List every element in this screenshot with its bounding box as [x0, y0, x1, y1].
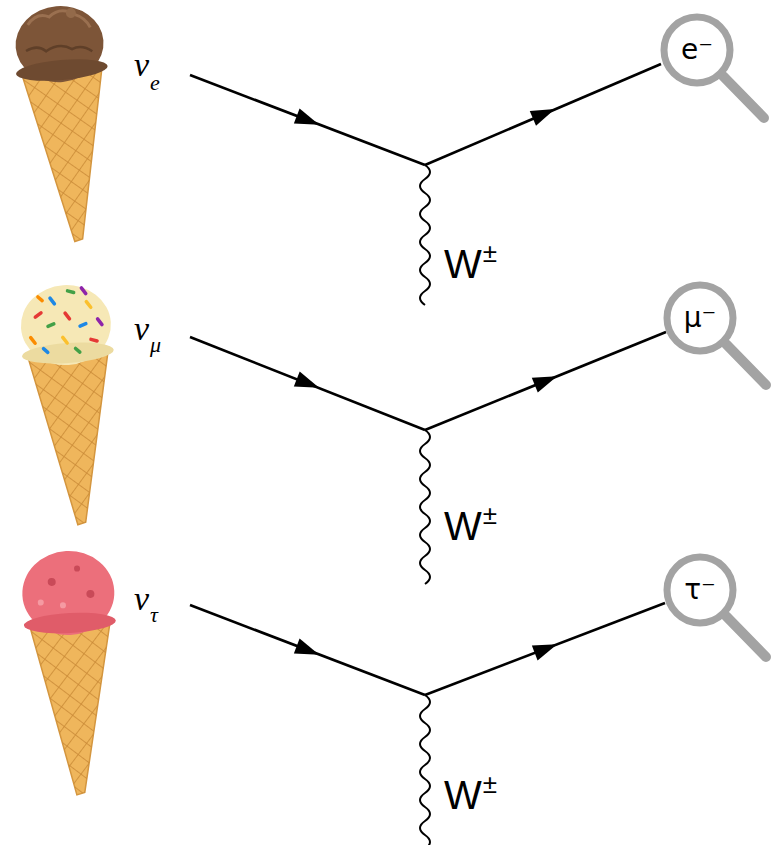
- particle-symbol: τ⁻: [684, 576, 716, 604]
- ice-cream-cone: [17, 282, 126, 528]
- neutrino-symbol: ν: [134, 48, 149, 82]
- particle-symbol: e⁻: [681, 36, 713, 64]
- boson-symbol: W: [444, 775, 482, 815]
- magnifier-lens: τ⁻: [663, 553, 737, 627]
- lens-ring: [667, 557, 733, 623]
- fermion-line: [190, 64, 666, 695]
- ice-cream-cone: [20, 549, 125, 797]
- lens-ring: [667, 285, 733, 351]
- lens-content: μ⁻: [663, 281, 737, 355]
- lens-ring: [664, 17, 730, 83]
- lens-content: e⁻: [660, 13, 734, 87]
- arrowhead: [294, 102, 560, 663]
- boson-wave: [420, 165, 430, 845]
- charge-superscript: ±: [483, 240, 497, 266]
- boson-symbol: W: [444, 244, 482, 284]
- flavour-subscript: μ: [150, 334, 161, 356]
- magnifier-lens: μ⁻: [663, 281, 737, 355]
- lens-content: τ⁻: [663, 553, 737, 627]
- magnifier-lens: e⁻: [660, 13, 734, 87]
- flavour-subscript: e: [150, 72, 160, 94]
- particle-symbol: μ⁻: [684, 304, 717, 332]
- ice-cream-cone: [10, 2, 122, 245]
- flavour-subscript: τ: [150, 604, 158, 626]
- charge-superscript: ±: [483, 502, 497, 528]
- boson-symbol: W: [444, 506, 482, 546]
- neutrino-symbol: ν: [134, 312, 149, 346]
- charge-superscript: ±: [483, 771, 497, 797]
- neutrino-symbol: ν: [134, 582, 149, 616]
